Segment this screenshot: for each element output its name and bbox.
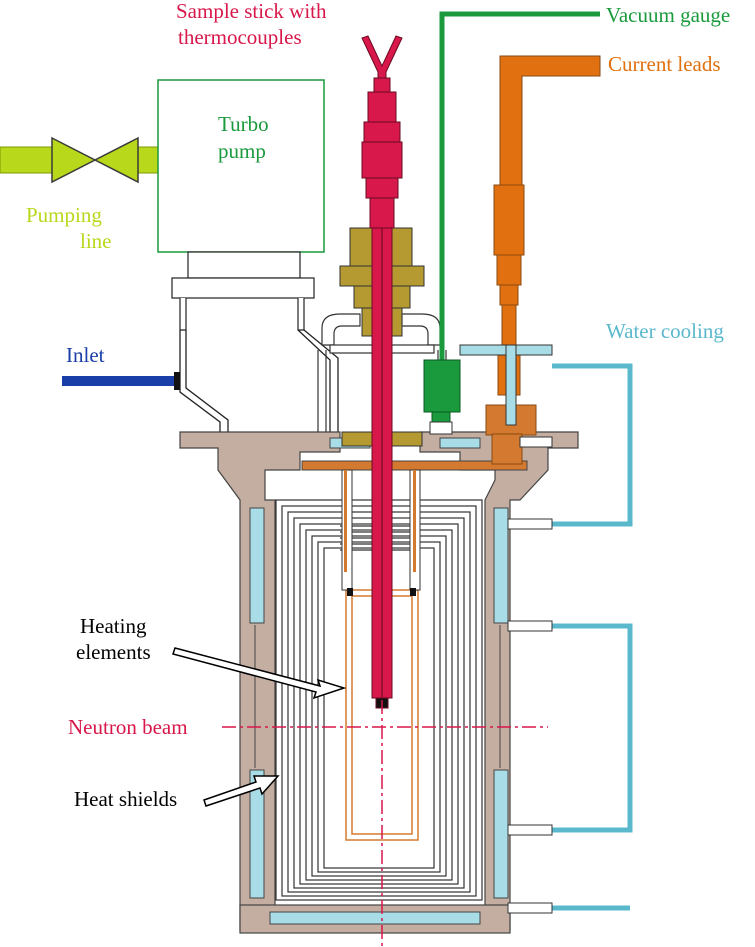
current-leads-label: Current leads bbox=[608, 52, 721, 76]
water-cooling-label: Water cooling bbox=[606, 319, 724, 343]
sample-stick-label-1: Sample stick with bbox=[176, 0, 327, 23]
vacuum-gauge-label: Vacuum gauge bbox=[606, 3, 730, 27]
pump-port bbox=[179, 329, 339, 435]
sample-stick-label-2: thermocouples bbox=[178, 25, 302, 49]
turbo-pump-flange bbox=[171, 251, 315, 331]
water-cooling-nipples bbox=[507, 436, 553, 914]
current-leads bbox=[485, 55, 601, 465]
pumping-line-label-1: Pumping bbox=[26, 203, 102, 227]
heating-elements-label-1: Heating bbox=[80, 614, 147, 638]
inlet-tube bbox=[62, 372, 180, 390]
heating-elements-arrow bbox=[172, 647, 347, 700]
lead-cooling-fitting bbox=[459, 344, 553, 426]
turbo-pump-label-2: pump bbox=[218, 139, 266, 163]
turbo-pump-label-1: Turbo bbox=[218, 112, 269, 136]
heater-leads bbox=[341, 469, 421, 596]
vacuum-gauge bbox=[423, 11, 600, 435]
water-cooling-lines bbox=[552, 363, 633, 911]
heat-shields-arrow bbox=[203, 775, 280, 807]
inlet-label: Inlet bbox=[66, 343, 105, 367]
valve-icon bbox=[51, 136, 139, 184]
sample-stick bbox=[361, 35, 403, 709]
pumping-line-label-2: line bbox=[80, 229, 112, 253]
turbo-pump bbox=[157, 79, 325, 253]
heating-elements-label-2: elements bbox=[76, 640, 151, 664]
pumping-line bbox=[0, 136, 159, 184]
chamber-body bbox=[179, 431, 579, 934]
neutron-beam-label: Neutron beam bbox=[68, 715, 188, 739]
heat-shields-label: Heat shields bbox=[74, 787, 177, 811]
